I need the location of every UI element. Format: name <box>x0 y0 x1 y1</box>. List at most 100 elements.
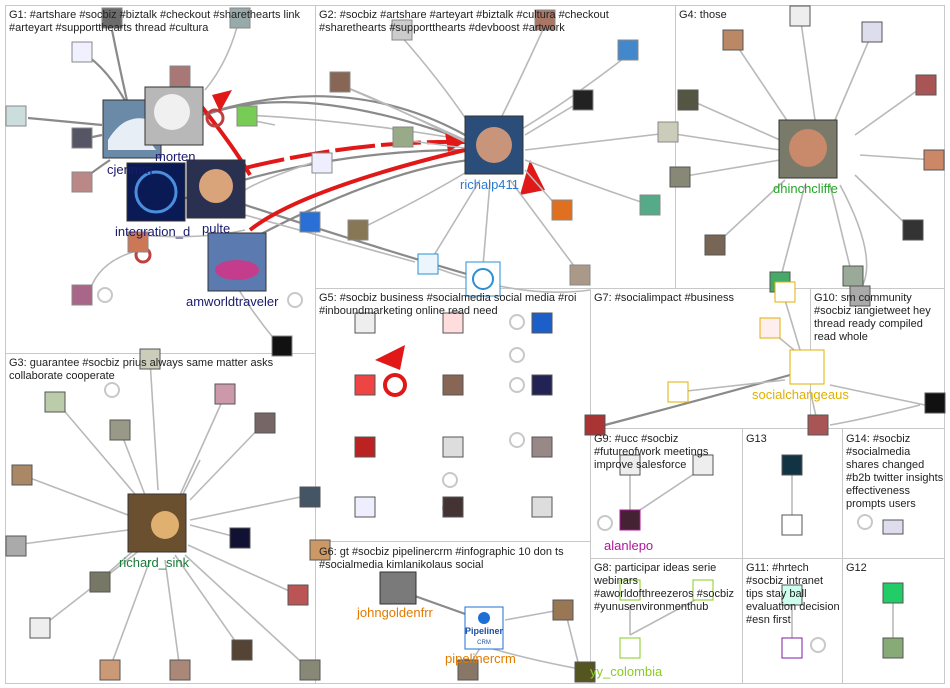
node-avatar[interactable] <box>229 7 251 29</box>
node-avatar[interactable] <box>392 126 414 148</box>
node-avatar[interactable] <box>692 454 714 476</box>
node-avatar[interactable] <box>781 584 803 606</box>
node-avatar[interactable] <box>169 659 191 681</box>
node-avatar[interactable] <box>619 509 641 531</box>
node-avatar[interactable] <box>139 348 161 370</box>
node-avatar[interactable] <box>639 194 661 216</box>
node-avatar[interactable] <box>442 496 464 518</box>
node-avatar[interactable] <box>299 211 321 233</box>
node-avatar[interactable] <box>849 285 871 307</box>
node-avatar[interactable] <box>781 454 803 476</box>
node-avatar[interactable] <box>781 514 803 536</box>
edge <box>732 39 791 126</box>
node-avatar[interactable] <box>667 381 689 403</box>
node-avatar[interactable] <box>354 374 376 396</box>
edge <box>357 169 471 231</box>
node-avatar[interactable] <box>417 253 439 275</box>
node-avatar[interactable] <box>569 264 591 286</box>
node-avatar[interactable] <box>442 374 464 396</box>
node-johngoldenfrr[interactable] <box>379 571 417 605</box>
node-avatar[interactable] <box>299 659 321 681</box>
node-avatar[interactable] <box>619 579 641 601</box>
node-avatar[interactable] <box>902 219 924 241</box>
node-avatar[interactable] <box>311 152 333 174</box>
node-avatar[interactable] <box>704 234 726 256</box>
node-avatar[interactable] <box>71 41 93 63</box>
node-avatar[interactable] <box>329 71 351 93</box>
node-avatar[interactable] <box>347 219 369 241</box>
node-avatar[interactable] <box>354 496 376 518</box>
node-twitter[interactable] <box>465 261 501 297</box>
node-avatar[interactable] <box>109 419 131 441</box>
node-avatar[interactable] <box>882 519 904 535</box>
node-avatar[interactable] <box>442 436 464 458</box>
node-avatar[interactable] <box>271 335 293 357</box>
node-avatar[interactable] <box>29 617 51 639</box>
node-avatar[interactable] <box>915 74 937 96</box>
node-avatar[interactable] <box>692 579 714 601</box>
node-avatar[interactable] <box>531 436 553 458</box>
node-avatar[interactable] <box>236 105 258 127</box>
node-avatar[interactable] <box>882 637 904 659</box>
node-avatar[interactable] <box>11 464 33 486</box>
node-avatar[interactable] <box>214 383 236 405</box>
face-image <box>199 169 233 203</box>
node-avatar[interactable] <box>617 39 639 61</box>
node-avatar[interactable] <box>71 127 93 149</box>
node-avatar[interactable] <box>5 535 27 557</box>
node-avatar[interactable] <box>71 284 93 306</box>
node-avatar[interactable] <box>781 637 803 659</box>
node-avatar[interactable] <box>531 374 553 396</box>
node-avatar[interactable] <box>722 29 744 51</box>
wave-image <box>108 118 156 150</box>
node-avatar[interactable] <box>619 637 641 659</box>
label-socialchangeaus: socialchangeaus <box>752 387 849 402</box>
group-label-g6: G6: gt #socbiz pipelinercrm #infographic… <box>319 546 564 571</box>
node-avatar[interactable] <box>534 9 556 31</box>
node-avatar[interactable] <box>861 21 883 43</box>
node-avatar[interactable] <box>923 149 945 171</box>
edge <box>109 559 151 669</box>
node-avatar[interactable] <box>551 199 573 221</box>
node-avatar[interactable] <box>354 436 376 458</box>
edge <box>829 184 853 276</box>
node-avatar[interactable] <box>807 414 829 436</box>
node-avatar[interactable] <box>531 312 553 334</box>
node-avatar[interactable] <box>354 312 376 334</box>
node-avatar[interactable] <box>552 599 574 621</box>
node-avatar[interactable] <box>842 265 864 287</box>
node-avatar[interactable] <box>774 281 796 303</box>
node-avatar[interactable] <box>229 527 251 549</box>
node-avatar[interactable] <box>44 391 66 413</box>
node-avatar[interactable] <box>231 639 253 661</box>
node-avatar[interactable] <box>99 659 121 681</box>
node-avatar[interactable] <box>574 661 596 683</box>
node-avatar[interactable] <box>309 539 331 561</box>
node-avatar[interactable] <box>584 414 606 436</box>
node-avatar[interactable] <box>882 582 904 604</box>
node-avatar[interactable] <box>299 486 321 508</box>
node-avatar[interactable] <box>531 496 553 518</box>
node-avatar[interactable] <box>457 659 479 681</box>
node-avatar[interactable] <box>101 7 123 29</box>
node-avatar[interactable] <box>442 312 464 334</box>
node-avatar[interactable] <box>254 412 276 434</box>
node-avatar[interactable] <box>924 392 946 414</box>
node-avatar[interactable] <box>657 121 679 143</box>
node-avatar[interactable] <box>127 231 149 253</box>
node-avatar[interactable] <box>789 5 811 27</box>
node-avatar[interactable] <box>391 19 413 41</box>
node-avatar[interactable] <box>5 105 27 127</box>
node-avatar[interactable] <box>759 317 781 339</box>
node-avatar[interactable] <box>71 171 93 193</box>
node-socialchangeaus[interactable] <box>789 349 825 385</box>
edge <box>679 159 781 178</box>
node-avatar[interactable] <box>89 571 111 593</box>
node-avatar[interactable] <box>572 89 594 111</box>
node-avatar[interactable] <box>677 89 699 111</box>
node-avatar[interactable] <box>619 454 641 476</box>
node-avatar[interactable] <box>669 166 691 188</box>
node-avatar[interactable] <box>169 65 191 87</box>
node-avatar[interactable] <box>287 584 309 606</box>
